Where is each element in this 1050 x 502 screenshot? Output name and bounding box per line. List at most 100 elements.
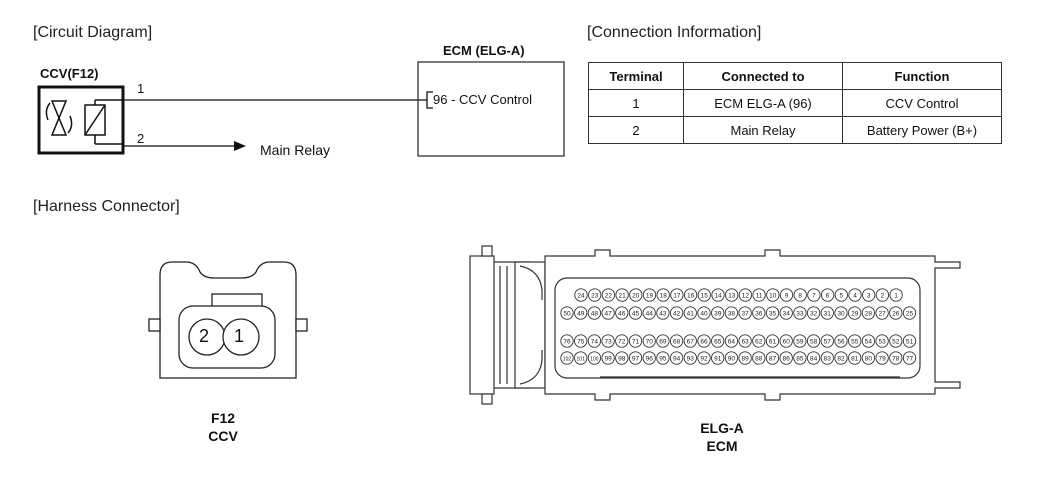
elg-pin-number: 67 xyxy=(687,338,695,345)
elg-pin-circle xyxy=(628,334,643,348)
elg-pin-number: 52 xyxy=(892,338,900,345)
elg-pin-number: 43 xyxy=(659,310,667,317)
elg-pin-circle xyxy=(601,334,615,348)
section-connection-information: [Connection Information] xyxy=(587,24,762,41)
elg-pin-number: 9 xyxy=(785,292,789,299)
elg-pin-number: 33 xyxy=(796,310,804,317)
elg-pin-number: 30 xyxy=(837,310,845,317)
elg-pin-number: 64 xyxy=(728,338,736,345)
elg-pin-circle xyxy=(724,334,739,348)
elg-pin-number: 50 xyxy=(563,310,571,317)
elg-pin-circle xyxy=(601,306,615,320)
table-header-row: Terminal Connected to Function xyxy=(588,62,1002,90)
elg-pin-number: 10 xyxy=(769,292,777,299)
table-row: 1 ECM ELG-A (96) CCV Control xyxy=(588,89,1002,117)
f12-caption: F12 xyxy=(210,410,236,426)
elg-pin-circle xyxy=(834,306,848,320)
elg-pin-number: 80 xyxy=(865,355,873,362)
elg-pin-circle xyxy=(793,334,807,348)
elg-pin-circle xyxy=(902,306,917,320)
elg-pin-number: 94 xyxy=(673,355,681,362)
elg-pin-circle xyxy=(834,351,848,365)
ecm-pin-bracket xyxy=(426,91,433,109)
elg-pin-circle xyxy=(875,334,889,348)
elg-pin-number: 81 xyxy=(851,355,859,362)
elg-pin-number: 14 xyxy=(714,292,722,299)
elg-pin-circle xyxy=(889,334,903,348)
elg-pin-circle xyxy=(601,288,616,302)
elg-pin-circle xyxy=(615,288,629,302)
elg-pin-number: 49 xyxy=(577,310,585,317)
elg-pin-number: 97 xyxy=(632,355,640,362)
elg-pin-circle xyxy=(711,288,725,302)
elg-pin-number: 26 xyxy=(892,310,900,317)
elg-pin-number: 16 xyxy=(687,292,695,299)
elg-pin-circle xyxy=(738,334,752,348)
elg-pin-circle xyxy=(820,306,834,320)
elg-pin-circle xyxy=(793,306,807,320)
section-harness-connector: [Harness Connector] xyxy=(33,198,180,215)
elg-pin-circle xyxy=(766,288,780,302)
elg-pin-circle xyxy=(711,351,725,365)
elg-pin-circle xyxy=(669,306,684,320)
elg-pin-number: 42 xyxy=(673,310,681,317)
elg-pin-circle xyxy=(807,288,821,302)
elg-pin-number: 27 xyxy=(878,310,886,317)
header-connected-to: Connected to xyxy=(683,62,843,90)
ecm-pin-96-label: 96 - CCV Control xyxy=(433,92,532,107)
elg-pin-circle xyxy=(628,351,643,365)
elg-pin-number: 8 xyxy=(798,292,802,299)
cell-connected-to: Main Relay xyxy=(683,116,843,144)
wire-2-number: 2 xyxy=(137,131,145,146)
elg-pin-number: 101 xyxy=(577,356,586,362)
elg-pin-circle xyxy=(875,306,889,320)
elg-pin-number: 24 xyxy=(577,292,585,299)
elg-pin-circle xyxy=(574,351,588,365)
elg-pin-number: 2 xyxy=(881,292,885,299)
elg-pin-number: 29 xyxy=(851,310,859,317)
elg-pin-circle xyxy=(820,288,835,302)
elg-pin-circle xyxy=(560,334,574,348)
elg-pin-number: 32 xyxy=(810,310,818,317)
ccv-caption: CCV xyxy=(208,428,238,444)
elg-pin-number: 71 xyxy=(632,338,640,345)
elg-pin-circle xyxy=(615,334,629,348)
elg-pin-number: 70 xyxy=(646,338,654,345)
elg-pin-number: 84 xyxy=(810,355,818,362)
connection-table: Terminal Connected to Function 1 ECM ELG… xyxy=(588,62,1002,144)
elg-pin-circle xyxy=(848,306,862,320)
elg-pin-number: 74 xyxy=(591,338,599,345)
elg-pin-number: 75 xyxy=(577,338,585,345)
elg-pin-circle xyxy=(683,334,697,348)
elg-pin-number: 1 xyxy=(894,292,898,299)
elg-pin-number: 58 xyxy=(810,338,818,345)
elg-pin-circle xyxy=(834,334,848,348)
elg-pin-number: 57 xyxy=(824,338,832,345)
elg-pin-number: 72 xyxy=(618,338,626,345)
elg-pin-number: 89 xyxy=(741,355,749,362)
elg-pin-circle xyxy=(683,351,697,365)
elg-pin-circle xyxy=(697,351,711,365)
f12-pin-1: 1 xyxy=(234,326,245,346)
elg-pin-circle xyxy=(615,306,629,320)
elg-pin-circle xyxy=(574,334,588,348)
elg-pin-circle xyxy=(587,351,602,365)
elg-pin-circle xyxy=(862,288,876,302)
ecm-label: ECM (ELG-A) xyxy=(443,43,525,58)
elg-pin-circle xyxy=(752,288,766,302)
elg-pin-circle xyxy=(875,351,889,365)
elg-pin-circle xyxy=(806,306,821,320)
elg-pin-number: 91 xyxy=(714,355,722,362)
valve-symbol-icon xyxy=(45,99,122,145)
elg-pin-number: 96 xyxy=(646,355,654,362)
elg-pin-circle xyxy=(683,306,697,320)
elg-pin-number: 62 xyxy=(755,338,763,345)
elg-pin-number: 65 xyxy=(714,338,722,345)
elg-pin-number: 45 xyxy=(632,310,640,317)
elg-pin-circle xyxy=(560,351,574,365)
elg-pin-number: 102 xyxy=(563,356,572,362)
elg-pin-number: 21 xyxy=(618,292,626,299)
elg-pin-circle xyxy=(588,288,602,302)
elg-pin-number: 68 xyxy=(673,338,681,345)
